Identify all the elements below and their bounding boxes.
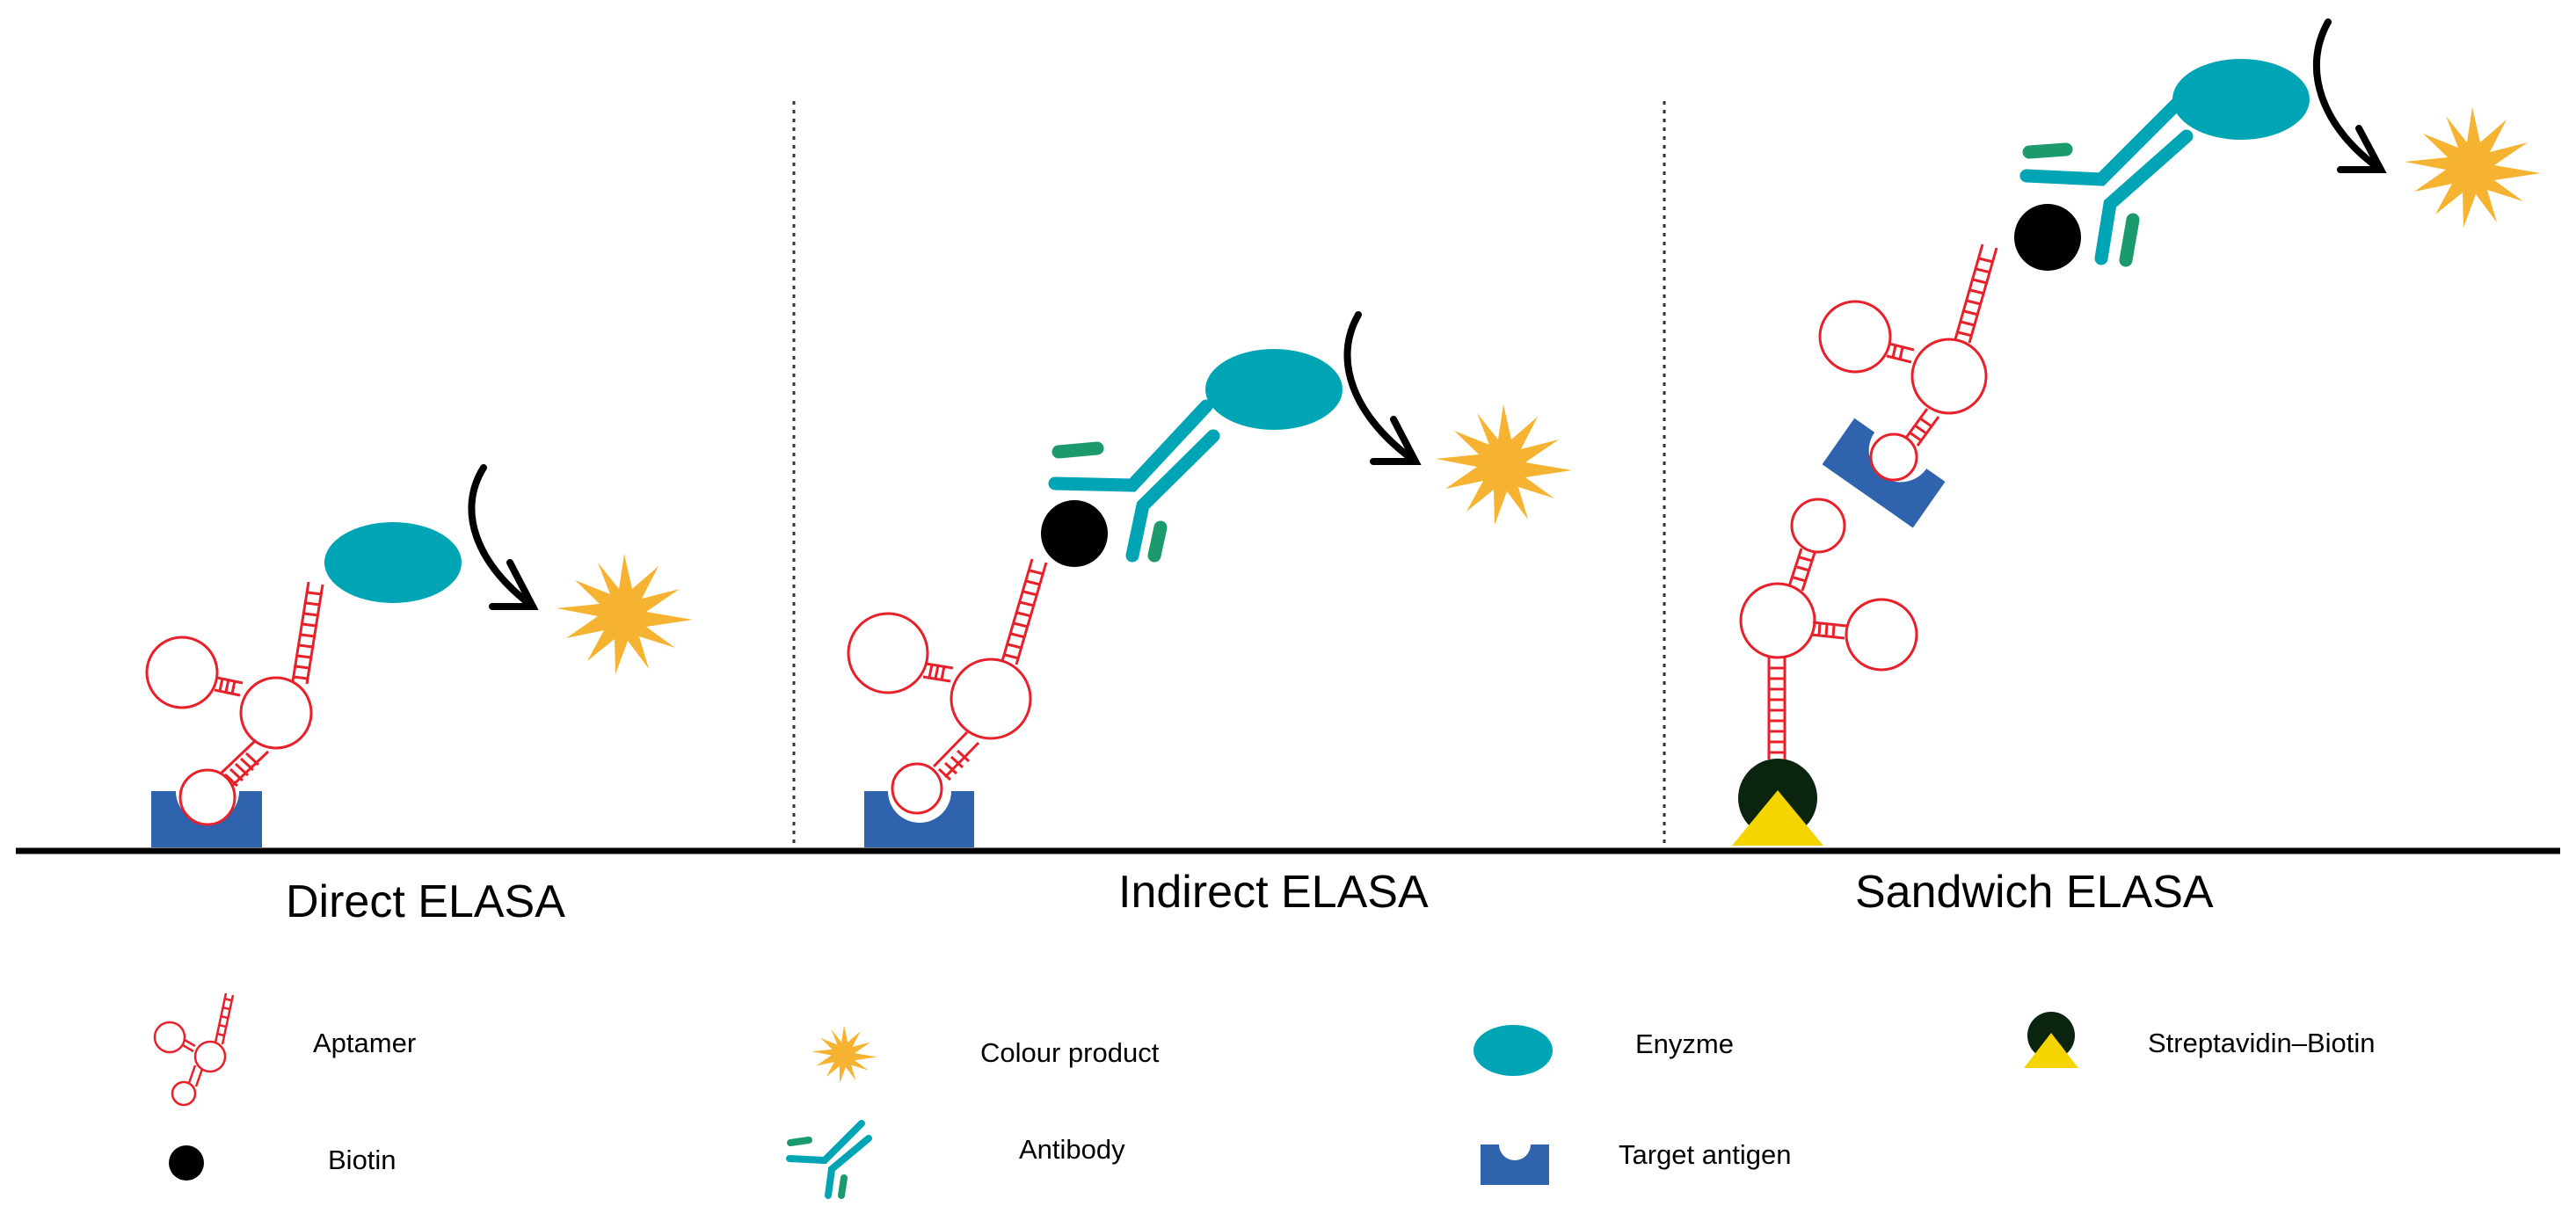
legend-label-aptamer: Aptamer xyxy=(313,1028,416,1058)
panel-indirect: Indirect ELASA xyxy=(847,311,1572,918)
panel-title: Sandwich ELASA xyxy=(1855,867,2214,918)
aptamer-icon xyxy=(847,558,1048,815)
antibody-icon xyxy=(786,1120,872,1199)
panel-sandwich: Sandwich ELASA xyxy=(1732,18,2541,918)
arrow-icon xyxy=(468,464,539,610)
streptavidin-biotin-icon xyxy=(2024,1012,2078,1068)
target-antigen-icon xyxy=(1481,1144,1549,1185)
aptamer-icon xyxy=(1739,498,1918,759)
colour-product-icon xyxy=(557,554,693,674)
arrow-icon xyxy=(2312,18,2387,173)
legend-label-colour-product: Colour product xyxy=(980,1037,1160,1068)
enzyme-icon xyxy=(1474,1025,1553,1076)
legend-label-enzyme: Enyzme xyxy=(1635,1028,1734,1059)
legend: Aptamer Colour product Enyzme Streptavid… xyxy=(153,992,2376,1199)
panel-title: Indirect ELASA xyxy=(1118,867,1429,918)
biotin-icon xyxy=(2014,204,2081,271)
legend-label-target-antigen: Target antigen xyxy=(1619,1139,1791,1170)
arrow-icon xyxy=(1343,311,1422,465)
biotin-icon xyxy=(169,1145,204,1181)
streptavidin-biotin-icon xyxy=(1732,759,1823,846)
colour-product-icon xyxy=(811,1025,877,1084)
legend-label-antibody: Antibody xyxy=(1019,1134,1125,1165)
target-antigen-icon xyxy=(1822,418,1946,528)
enzyme-icon xyxy=(1205,349,1343,430)
target-antigen-icon xyxy=(864,791,974,847)
aptamer-icon xyxy=(145,581,324,826)
antibody-icon xyxy=(2019,97,2194,267)
biotin-icon xyxy=(1041,500,1108,567)
antibody-icon xyxy=(1048,399,1220,563)
enzyme-icon xyxy=(324,522,462,603)
legend-label-biotin: Biotin xyxy=(328,1144,397,1175)
aptamer-icon xyxy=(153,992,235,1107)
panel-direct: Direct ELASA xyxy=(145,464,693,927)
target-antigen-icon xyxy=(151,791,262,847)
panel-title: Direct ELASA xyxy=(286,876,565,927)
colour-product-icon xyxy=(2405,107,2541,228)
legend-label-streptavidin-biotin: Streptavidin–Biotin xyxy=(2148,1028,2376,1058)
aptamer-icon xyxy=(1818,243,1998,482)
enzyme-icon xyxy=(2172,59,2310,140)
colour-product-icon xyxy=(1436,404,1572,525)
